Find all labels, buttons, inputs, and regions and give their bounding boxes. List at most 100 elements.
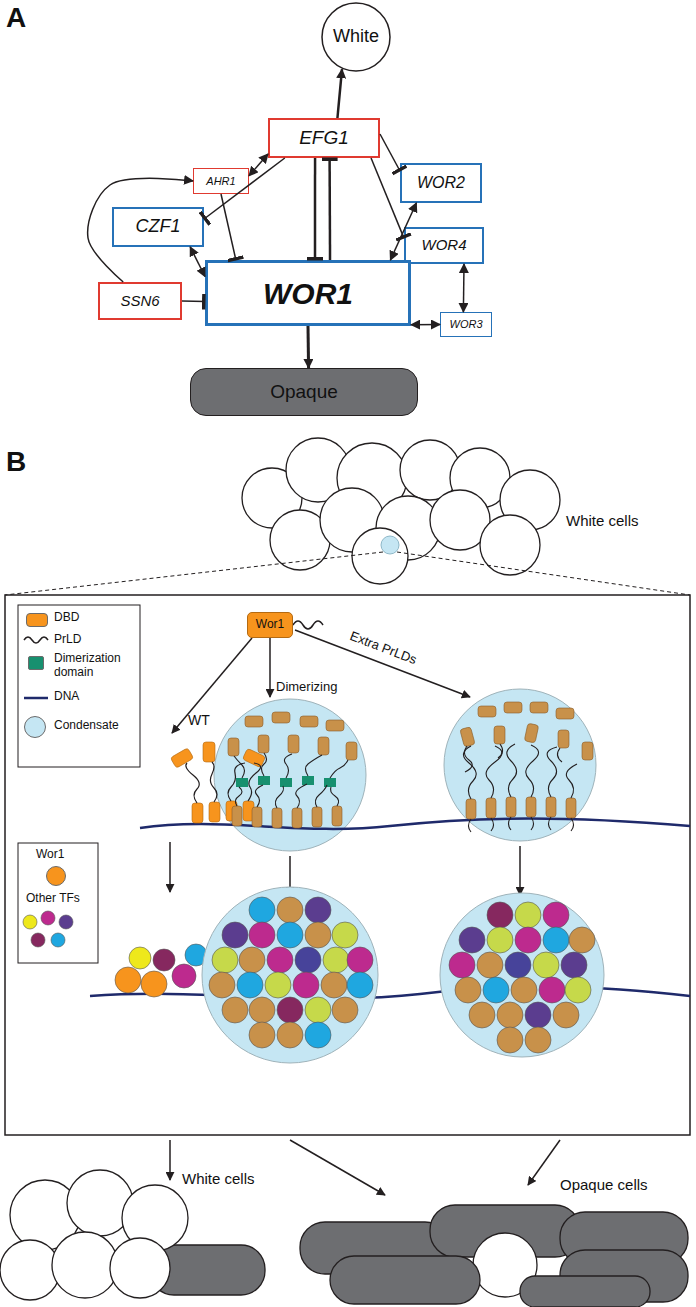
other-tf-sample bbox=[51, 933, 65, 947]
inhibition-connector bbox=[182, 300, 205, 302]
condensate-tfs bbox=[487, 902, 513, 928]
dimerizing-dbd bbox=[232, 806, 242, 826]
node-label: AHR1 bbox=[206, 175, 235, 187]
condensate-tfs bbox=[265, 972, 291, 998]
condensate-tfs bbox=[347, 947, 373, 973]
extra-prld-tails bbox=[509, 817, 512, 830]
extra-prld-tails bbox=[526, 745, 539, 797]
extra-prld-tails bbox=[463, 746, 476, 799]
annotation-label: White cells bbox=[566, 512, 639, 529]
legend-label: DNA bbox=[54, 690, 134, 704]
extra-prld-tails bbox=[491, 818, 494, 831]
node-label: WOR3 bbox=[450, 318, 483, 330]
extra-prld-tails bbox=[463, 744, 577, 832]
condensate-tfs bbox=[561, 952, 587, 978]
zoom-box bbox=[5, 595, 690, 1135]
legend-swatch bbox=[46, 866, 66, 886]
dimerizing-dbd bbox=[252, 807, 262, 827]
condensate-tfs bbox=[323, 947, 349, 973]
extra-prld-tails bbox=[486, 746, 502, 798]
legend-box bbox=[18, 605, 140, 767]
condensate-tfs bbox=[539, 977, 565, 1003]
extra-prld-tails bbox=[557, 748, 562, 762]
gene-box: WOR2 bbox=[400, 163, 482, 203]
condensate-tfs bbox=[305, 922, 331, 948]
extra-prld-dbd bbox=[526, 797, 536, 817]
legend-swatch bbox=[24, 716, 46, 738]
gene-box: SSN6 bbox=[98, 282, 182, 320]
extra-prld-tails bbox=[547, 747, 557, 797]
other-tf-sample bbox=[41, 911, 55, 925]
wt-tf-cluster bbox=[129, 947, 151, 969]
node-label: Opaque bbox=[270, 382, 338, 403]
pathway-arrows bbox=[519, 846, 521, 895]
condensate-tfs bbox=[543, 902, 569, 928]
condensate-tfs bbox=[249, 1022, 275, 1048]
wt-tf-cluster bbox=[153, 949, 175, 971]
extra-prld-tails bbox=[469, 819, 472, 832]
annotation-label: Opaque cells bbox=[560, 1176, 648, 1193]
dimerizing-prld bbox=[275, 786, 283, 808]
inhibition-connector bbox=[314, 158, 317, 260]
condensate-tfs bbox=[222, 922, 248, 948]
phenotype-box: Opaque bbox=[190, 368, 418, 416]
node-label: Wor1 bbox=[256, 618, 284, 631]
dimerizing-dbd bbox=[228, 712, 357, 828]
condensate-tfs bbox=[477, 952, 503, 978]
activation-connector bbox=[411, 324, 440, 326]
dimerizing-dbd bbox=[318, 737, 329, 755]
node-label: CZF1 bbox=[136, 217, 181, 237]
condensate-tfs bbox=[483, 977, 509, 1003]
legend-label: Dimerization domain bbox=[54, 652, 136, 680]
opaque-cell-result bbox=[300, 1205, 688, 1307]
extra-prld-tails bbox=[498, 744, 503, 758]
wor1-prld-tail bbox=[293, 621, 323, 629]
condensate-tfs bbox=[569, 927, 595, 953]
dimerizing-dbd bbox=[288, 735, 299, 753]
wt-prld bbox=[210, 762, 217, 802]
annotation-label: WT bbox=[188, 712, 210, 728]
condensate-tfs bbox=[277, 997, 303, 1023]
dna-strand bbox=[140, 819, 690, 829]
extra-prld-dbd bbox=[546, 797, 556, 817]
pathway-arrows bbox=[169, 1140, 171, 1180]
condensate-tfs bbox=[295, 947, 321, 973]
activation-connector bbox=[190, 247, 205, 277]
activation-connector bbox=[463, 264, 465, 312]
dimerizing-dbd bbox=[228, 738, 239, 756]
extra-prld-dbd bbox=[506, 797, 516, 817]
condensate-tfs bbox=[209, 972, 235, 998]
condensate-tfs bbox=[277, 922, 303, 948]
white-cell-result bbox=[0, 1170, 265, 1300]
legend-swatch bbox=[28, 656, 44, 670]
extra-prld-dbd bbox=[582, 742, 593, 760]
white-cell-result bbox=[0, 1240, 60, 1300]
white-cell-result bbox=[52, 1232, 118, 1298]
gene-box: EFG1 bbox=[268, 118, 380, 158]
extra-prld-tails bbox=[464, 746, 472, 772]
gene-box: CZF1 bbox=[112, 207, 204, 247]
extra-prld-dbd bbox=[504, 702, 522, 713]
opaque-cell-result bbox=[520, 1276, 650, 1307]
wt-tf-cluster bbox=[141, 971, 167, 997]
extra-prld-tails bbox=[531, 817, 534, 830]
extra-prld-dbd bbox=[566, 798, 576, 818]
dimerizing-prld bbox=[234, 756, 245, 778]
condensate-tfs bbox=[249, 897, 275, 923]
inhibition-connector bbox=[221, 194, 236, 260]
dimerizing-prld bbox=[284, 754, 292, 778]
zoom-lines bbox=[5, 552, 383, 595]
dimerizing-dbd bbox=[245, 716, 263, 727]
dimerizing-prld bbox=[296, 784, 307, 808]
extra-prld-dbd bbox=[524, 723, 539, 743]
white-cell-cluster bbox=[352, 528, 408, 584]
node-label: White bbox=[333, 27, 379, 47]
condensate-tfs bbox=[455, 977, 481, 1003]
extra-prld-dbd bbox=[460, 702, 593, 819]
condensate-tfs bbox=[497, 1002, 523, 1028]
condensate bbox=[440, 893, 604, 1057]
dimerization-domain bbox=[280, 778, 292, 787]
wt-tf-cluster bbox=[115, 967, 141, 993]
condensate-tfs bbox=[222, 997, 248, 1023]
pathway-arrows bbox=[169, 842, 171, 892]
